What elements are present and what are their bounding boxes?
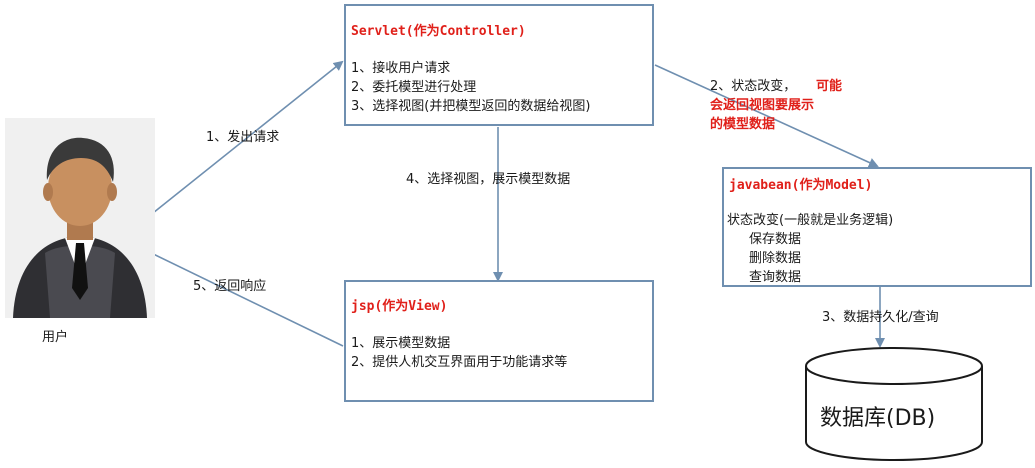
controller-line-1: 1、接收用户请求 bbox=[351, 61, 451, 76]
controller-title: Servlet(作为Controller) bbox=[351, 24, 526, 39]
arrow-response-label: 5、返回响应 bbox=[193, 279, 267, 294]
model-box: javabean(作为Model) 状态改变(一般就是业务逻辑) 保存数据 删除… bbox=[722, 167, 1032, 287]
model-line-3: 删除数据 bbox=[749, 251, 802, 266]
arrow-state-change bbox=[654, 64, 879, 168]
arrow-request bbox=[152, 60, 344, 214]
database-label: 数据库(DB) bbox=[820, 406, 936, 431]
arrow-state-change-label: 2、状态改变， bbox=[710, 79, 797, 94]
arrow-state-change-emphasis-2: 会返回视图要展示 bbox=[710, 98, 815, 113]
arrow-state-change-emphasis-3: 的模型数据 bbox=[710, 117, 776, 132]
view-line-2: 2、提供人机交互界面用于功能请求等 bbox=[351, 355, 568, 370]
model-line-2: 保存数据 bbox=[749, 232, 802, 247]
arrow-select-view-label: 4、选择视图，展示模型数据 bbox=[406, 172, 571, 187]
controller-line-3: 3、选择视图(并把模型返回的数据给视图) bbox=[351, 99, 591, 114]
arrow-response bbox=[143, 248, 344, 347]
controller-box: Servlet(作为Controller) 1、接收用户请求 2、委托模型进行处… bbox=[344, 4, 654, 126]
arrow-request-label: 1、发出请求 bbox=[206, 130, 280, 145]
controller-line-2: 2、委托模型进行处理 bbox=[351, 80, 477, 95]
model-title: javabean(作为Model) bbox=[729, 178, 873, 193]
view-box: jsp(作为View) 1、展示模型数据 2、提供人机交互界面用于功能请求等 bbox=[344, 280, 654, 402]
user-label: 用户 bbox=[42, 330, 69, 345]
database-icon bbox=[805, 347, 983, 461]
view-line-1: 1、展示模型数据 bbox=[351, 336, 451, 351]
user-avatar-icon bbox=[5, 118, 155, 318]
view-title: jsp(作为View) bbox=[351, 299, 448, 314]
arrow-persist-label: 3、数据持久化/查询 bbox=[822, 310, 939, 325]
arrow-state-change-emphasis-1: 可能 bbox=[816, 79, 843, 94]
model-line-1: 状态改变(一般就是业务逻辑) bbox=[727, 213, 894, 228]
model-line-4: 查询数据 bbox=[749, 270, 802, 285]
